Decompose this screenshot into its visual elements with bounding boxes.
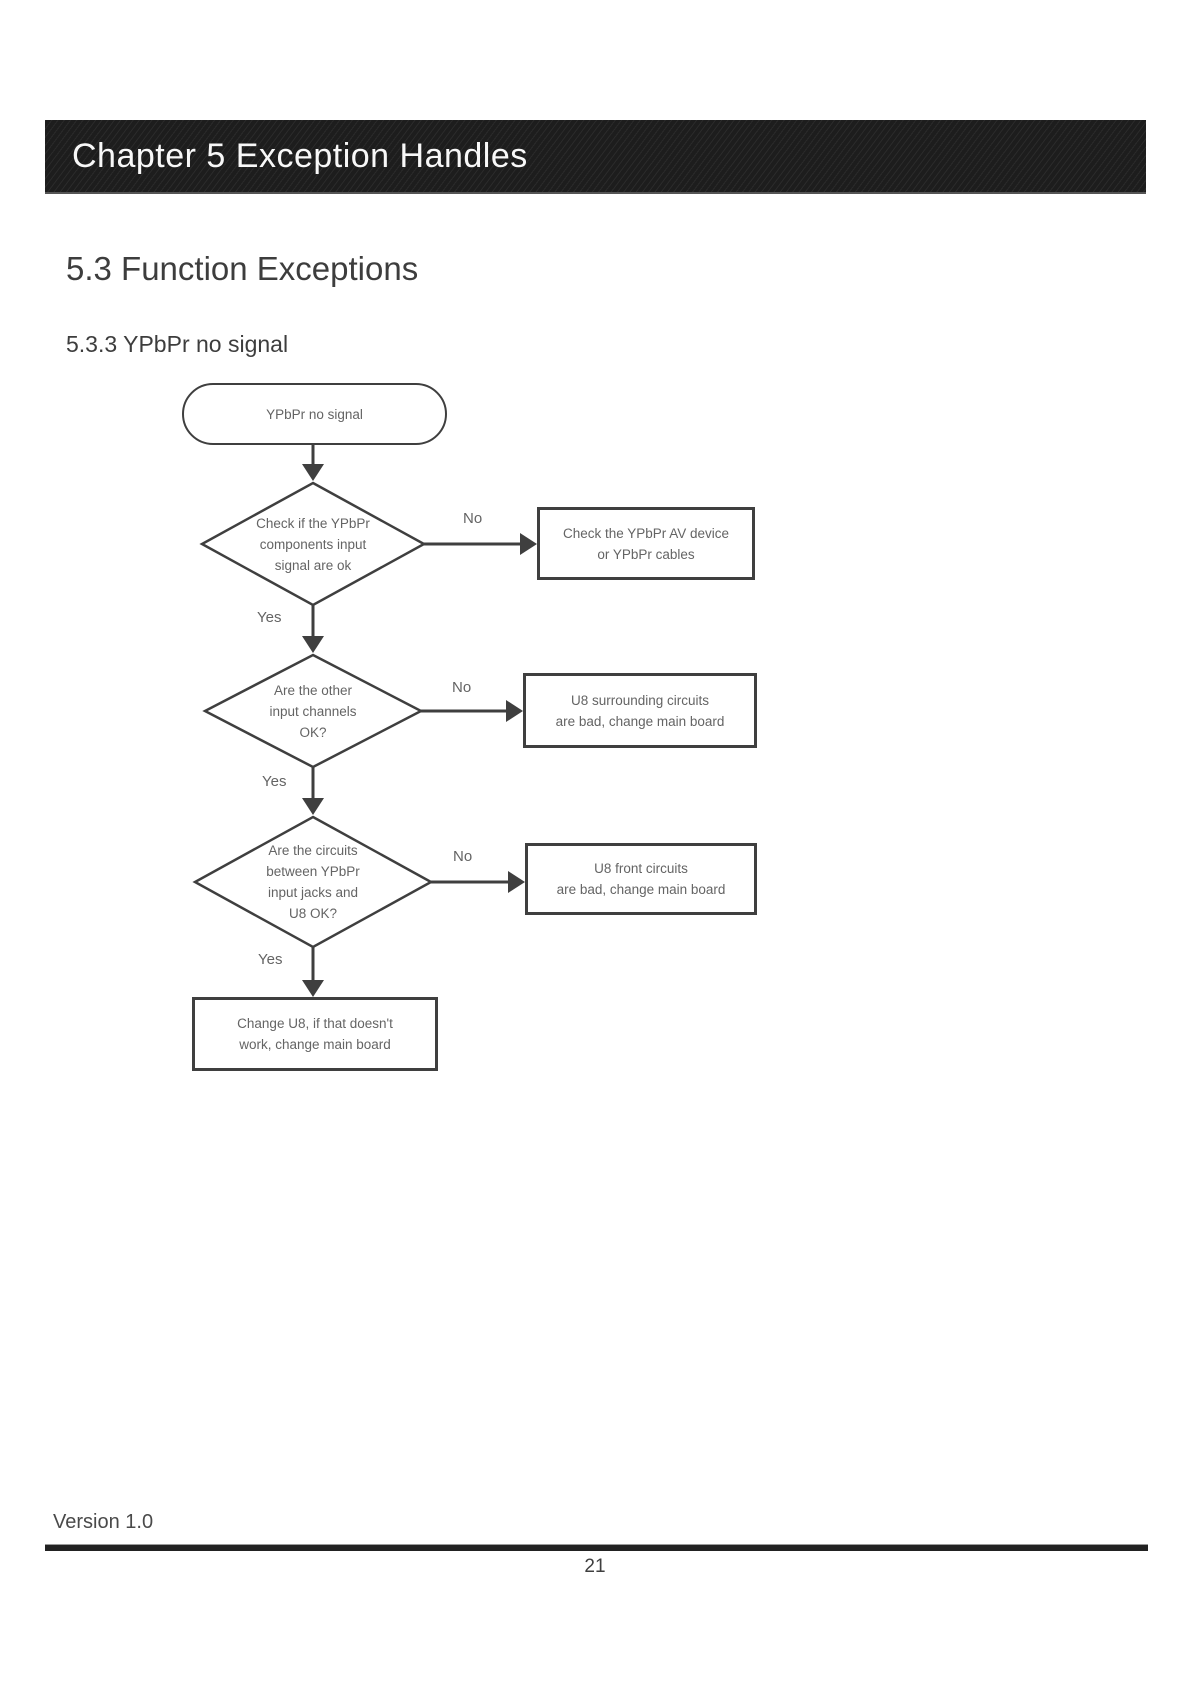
action-box-u8-front-circuits: U8 front circuits are bad, change main b… (525, 843, 757, 915)
footer-rule (45, 1544, 1148, 1551)
arrowhead-down-icon (302, 798, 324, 815)
decision-1-line: Check if the YPbPr (256, 515, 370, 531)
arrowhead-down-icon (302, 636, 324, 653)
arrowhead-right-icon (520, 533, 537, 555)
action-box-line: U8 front circuits (594, 861, 688, 876)
decision-1-line: components input (259, 536, 367, 552)
action-box-check-av-device: Check the YPbPr AV device or YPbPr cable… (537, 507, 755, 580)
edge-label-no-2: No (452, 679, 472, 696)
action-box-line: Change U8, if that doesn't (237, 1016, 393, 1031)
arrowhead-right-icon (508, 871, 525, 893)
action-box-line: are bad, change main board (555, 713, 725, 729)
start-node-label: YPbPr no signal (266, 406, 363, 422)
action-box-line: work, change main board (239, 1037, 391, 1052)
arrowhead-down-icon (302, 980, 324, 997)
decision-2-line: OK? (299, 724, 327, 740)
section-title: 5.3 Function Exceptions (66, 250, 419, 287)
decision-3-line: input jacks and (267, 885, 359, 900)
footer-version-label: Version 1.0 (53, 1511, 154, 1533)
action-box-change-u8: Change U8, if that doesn't work, change … (192, 997, 438, 1071)
edge-label-yes-2: Yes (262, 773, 287, 790)
start-node-ypbpr-no-signal: YPbPr no signal (182, 383, 447, 445)
arrowhead-right-icon (506, 700, 523, 722)
subsection-title: 5.3.3 YPbPr no signal (66, 331, 289, 357)
decision-3-line: U8 OK? (288, 906, 337, 921)
edge-label-yes-1: Yes (257, 609, 282, 626)
action-box-line: or YPbPr cables (597, 546, 695, 562)
decision-1-label: Check if the YPbPr components input sign… (203, 483, 423, 605)
chapter-title: Chapter 5 Exception Handles (72, 136, 528, 175)
decision-3-label: Are the circuits between YPbPr input jac… (195, 817, 431, 947)
action-box-u8-surrounding-circuits: U8 surrounding circuits are bad, change … (523, 673, 757, 748)
decision-3-line: between YPbPr (266, 864, 360, 879)
edge-label-no-3: No (453, 848, 473, 865)
page-number: 21 (584, 1556, 606, 1577)
action-box-line: are bad, change main board (556, 882, 726, 897)
edge-label-yes-3: Yes (258, 951, 283, 968)
decision-2-line: input channels (269, 703, 357, 719)
flowchart-connectors (192, 445, 537, 997)
decision-2-label: Are the other input channels OK? (205, 655, 421, 767)
action-box-line: Check the YPbPr AV device (562, 525, 730, 541)
chapter-header-bar: Chapter 5 Exception Handles (45, 120, 1146, 194)
decision-2-line: Are the other (273, 682, 353, 698)
action-box-line: U8 surrounding circuits (570, 692, 710, 708)
arrowhead-down-icon (302, 464, 324, 481)
edge-label-no-1: No (463, 510, 483, 527)
decision-1-line: signal are ok (274, 557, 352, 573)
flowchart: YPbPr no signal Check if the YPbPr compo… (182, 383, 757, 1071)
decision-3-line: Are the circuits (268, 843, 358, 858)
